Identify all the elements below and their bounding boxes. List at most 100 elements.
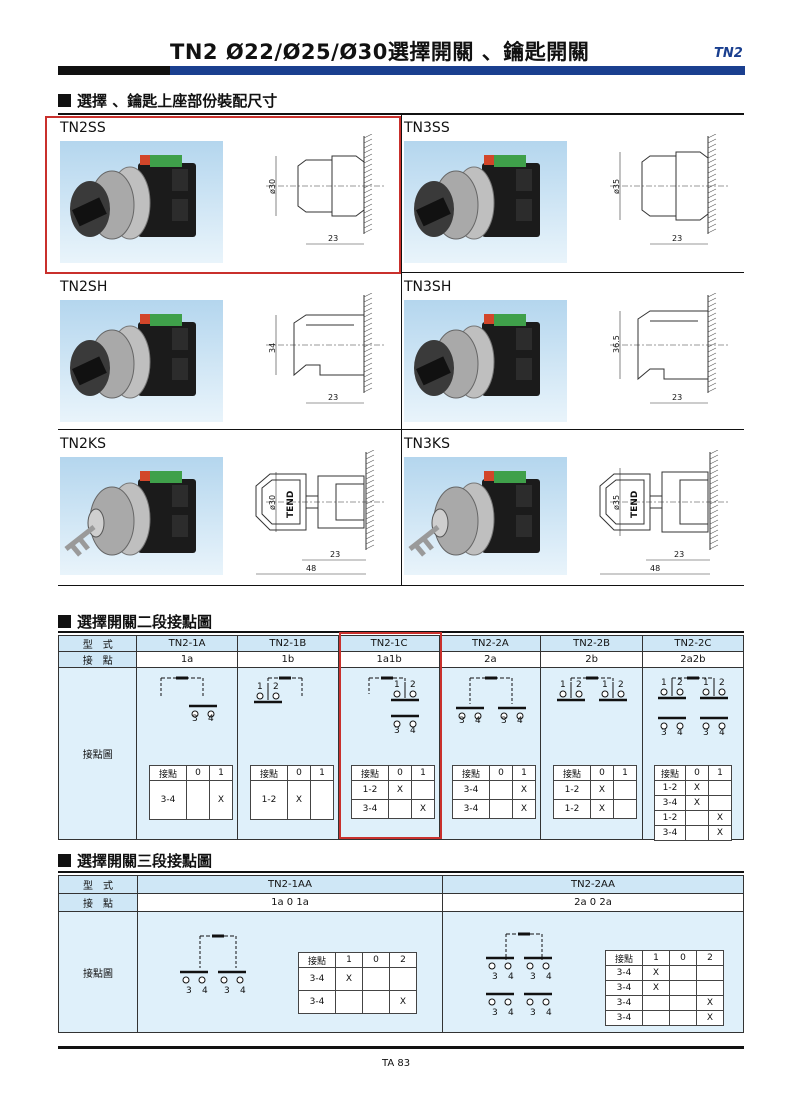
terminal-number: 4: [475, 716, 481, 726]
contact-table-header: 2: [389, 952, 417, 968]
contact-table-cell: 1-2: [654, 780, 686, 796]
dim-length: 23: [330, 550, 341, 559]
terminal-number: 1: [394, 680, 400, 690]
terminal-number: 1: [257, 682, 263, 692]
model-contact: 2a2b: [641, 651, 745, 668]
key-label: TEND: [286, 490, 296, 518]
dim-length: 23: [672, 234, 683, 243]
product-photo: [60, 457, 223, 575]
grid-divider-h2: [58, 429, 744, 430]
contact-table-cell: 1-2: [250, 780, 288, 820]
contact-table-header: 0: [489, 765, 513, 781]
dimension-drawing: [266, 134, 386, 245]
section2-title: 選擇開關二段接點圖: [58, 611, 212, 632]
dim-total-length: 48: [306, 564, 317, 573]
model-name: TN2-2C: [641, 635, 745, 652]
contact-table-cell: X: [708, 825, 732, 841]
switch-symbol: [180, 934, 246, 984]
contact-table-header: 接點: [298, 952, 336, 968]
contact-table-cell: [708, 795, 732, 811]
contact-table-cell: X: [685, 795, 709, 811]
contact-table-cell: X: [411, 799, 435, 819]
terminal-number: 4: [508, 1008, 514, 1018]
terminal-number: 1: [560, 680, 566, 690]
dim-diameter: ø30: [268, 494, 277, 510]
dim-length: 23: [328, 234, 339, 243]
grid-divider-h3: [58, 585, 744, 586]
row-label-type: 型 式: [57, 635, 138, 652]
terminal-number: 2: [677, 678, 683, 688]
contact-table-cell: X: [335, 967, 363, 991]
contact-table-cell: X: [642, 980, 670, 996]
section1-title: 選擇 、鑰匙上座部份裝配尺寸: [58, 90, 277, 111]
model-name: TN2-2A: [439, 635, 542, 652]
switch-symbol: [368, 676, 419, 728]
contact-table-header: 1: [310, 765, 334, 781]
contact-table-cell: X: [696, 1010, 724, 1026]
terminal-number: 3: [394, 726, 400, 736]
model-label: TN3SH: [404, 279, 452, 295]
model-name: TN2-2B: [540, 635, 643, 652]
contact-table-header: 0: [287, 765, 311, 781]
contact-table-cell: [362, 990, 390, 1014]
contact-table-header: 接點: [654, 765, 686, 781]
row-label-diagram: 接點圖: [57, 667, 138, 840]
dim-diameter: 36.5: [612, 335, 621, 353]
contact-table-cell: 1-2: [553, 799, 591, 819]
contact-table-header: 接點: [605, 950, 643, 966]
contact-table-cell: [685, 810, 709, 826]
diagram-cell-aa2: [442, 911, 744, 1033]
contact-table-cell: [362, 967, 390, 991]
contact-table-header: 接點: [149, 765, 187, 781]
dimension-drawing: [610, 134, 730, 245]
switch-symbol: [486, 932, 552, 1006]
contact-table-header: 0: [186, 765, 210, 781]
page-title: TN2 Ø22/Ø25/Ø30選擇開關 、鑰匙開關: [170, 40, 590, 64]
contact-table-cell: [696, 965, 724, 981]
dim-diameter: 34: [268, 342, 277, 353]
switch-symbol: [254, 676, 303, 704]
contact-table-cell: [685, 825, 709, 841]
contact-table-header: 1: [708, 765, 732, 781]
contact-table-header: 接點: [553, 765, 591, 781]
model-name: TN2-2AA: [442, 875, 744, 894]
product-photo: [404, 457, 567, 575]
contact-table-header: 接點: [452, 765, 490, 781]
contact-table-cell: 1-2: [553, 780, 591, 800]
contact-table-cell: [669, 995, 697, 1011]
terminal-number: 3: [186, 986, 192, 996]
contact-table-cell: [613, 780, 637, 800]
highlight-box-tn2ss: [45, 116, 401, 274]
contact-table-cell: X: [287, 780, 311, 820]
terminal-number: 3: [501, 716, 507, 726]
terminal-number: 3: [459, 716, 465, 726]
dimension-drawing: [599, 450, 730, 575]
contact-table-cell: X: [590, 780, 614, 800]
terminal-number: 4: [202, 986, 208, 996]
header-bar-black: [58, 66, 170, 75]
contact-table-cell: 3-4: [452, 780, 490, 800]
dimension-drawing: [266, 293, 386, 404]
header-bar-blue: [170, 66, 745, 75]
model-label: TN2SS: [60, 120, 106, 136]
contact-table-header: 2: [696, 950, 724, 966]
contact-table-cell: 3-4: [605, 965, 643, 981]
contact-table-cell: [335, 990, 363, 1014]
contact-table-cell: [310, 780, 334, 820]
contact-table-header: 1: [209, 765, 233, 781]
row-label-diagram: 接點圖: [58, 911, 138, 1033]
contact-table-header: 0: [590, 765, 614, 781]
model-name: TN2-1AA: [137, 875, 443, 894]
terminal-number: 4: [517, 716, 523, 726]
model-contact: 1a 0 1a: [137, 893, 443, 912]
